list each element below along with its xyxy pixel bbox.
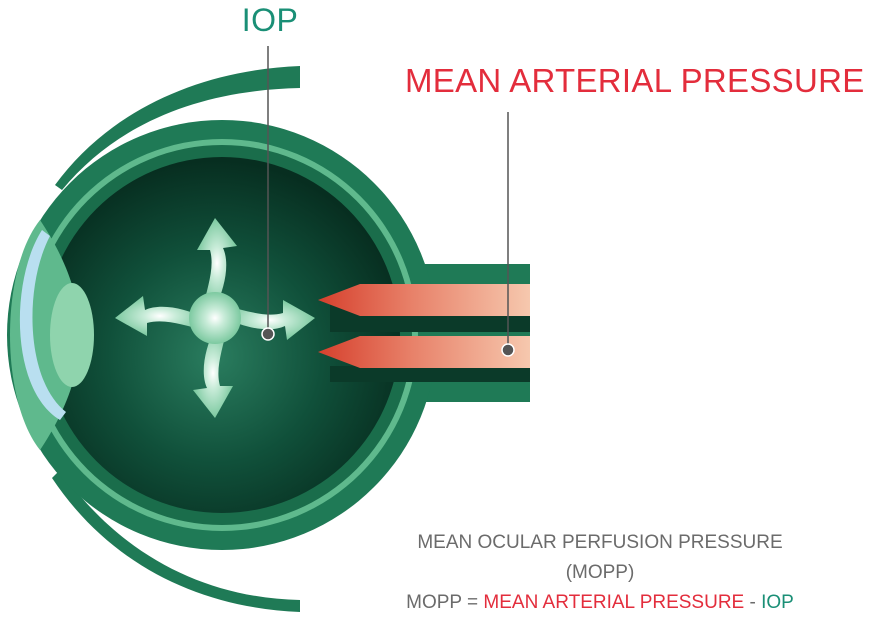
iop-label: IOP (230, 2, 310, 39)
upper-artery-arrow (318, 284, 530, 316)
formula-minus: - (744, 592, 761, 613)
formula-map-term: MEAN ARTERIAL PRESSURE (483, 592, 744, 613)
lens (50, 283, 94, 387)
formula-lhs: MOPP = (406, 592, 483, 613)
formula-iop-term: IOP (761, 592, 794, 613)
mopp-formula: MEAN OCULAR PERFUSION PRESSURE (MOPP) MO… (330, 528, 870, 618)
lower-artery-arrow (318, 336, 530, 368)
formula-title-line2: (MOPP) (330, 558, 870, 588)
iop-leader-dot (262, 328, 274, 340)
formula-title-line1: MEAN OCULAR PERFUSION PRESSURE (330, 528, 870, 558)
mean-arterial-pressure-label: MEAN ARTERIAL PRESSURE (405, 62, 865, 100)
formula-equation: MOPP = MEAN ARTERIAL PRESSURE - IOP (330, 588, 870, 618)
nerve-band-dark-2 (330, 366, 530, 382)
map-leader-dot (502, 344, 514, 356)
